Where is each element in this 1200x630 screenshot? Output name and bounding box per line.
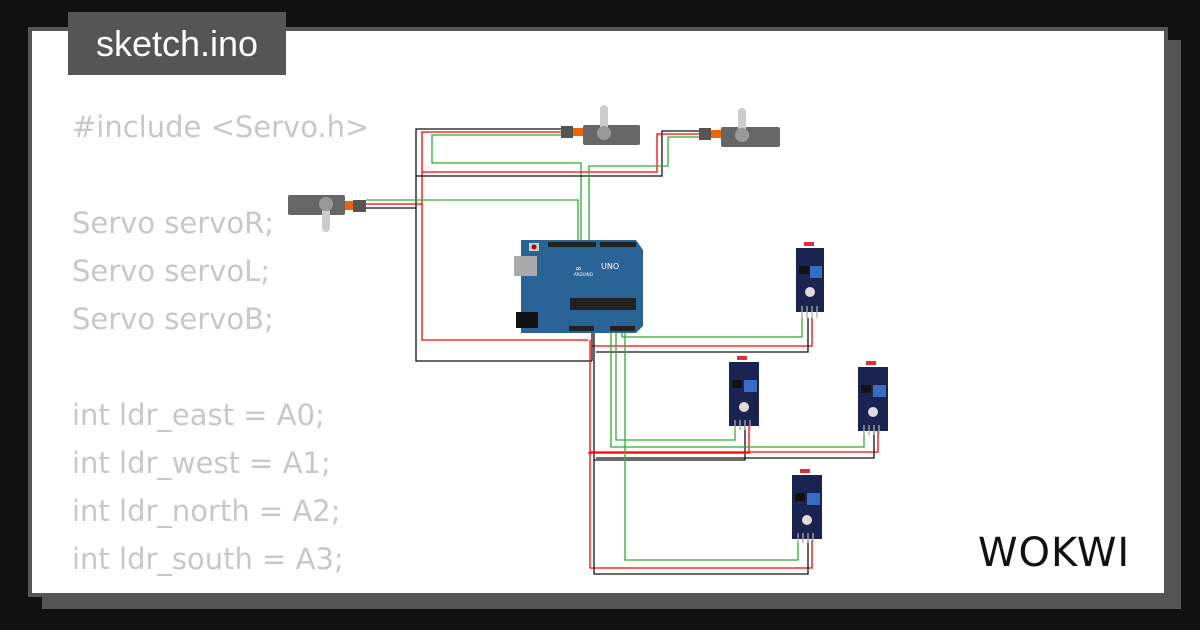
arduino-brand: ARDUINO [574,272,593,277]
wire-green [621,318,803,338]
wire-black [415,128,592,362]
wire-red [421,131,588,341]
wire-black [596,318,809,353]
wire-green [431,134,582,240]
code-line: int ldr_north = A2; [72,494,341,528]
code-line: #include <Servo.h> [72,110,370,144]
wire-black [593,460,809,575]
reset-button [531,244,537,250]
ldr-sensor[interactable] [858,361,888,435]
file-tab[interactable]: sketch.ino [68,12,286,75]
ldr-sensor[interactable] [792,469,822,543]
wokwi-logo: WOKWI [978,530,1130,576]
code-line: Servo servoL; [72,254,271,288]
wire-green [624,330,799,561]
wire-black [416,130,699,177]
servo-r[interactable] [561,105,640,145]
wire-red [422,133,699,173]
wire-red [590,430,879,453]
wire-green [366,199,579,240]
chip [570,298,636,310]
code-line: Servo servoR; [72,206,274,240]
servo-l[interactable] [699,108,780,147]
svg-text:∞: ∞ [575,264,582,273]
wire-red [592,318,813,347]
code-line: int ldr_east = A0; [72,398,325,432]
usb-port [514,256,537,276]
wire-red [589,340,813,569]
wire-green [588,136,699,240]
servo-b[interactable] [288,195,366,232]
wires [366,128,879,575]
wire-red [588,425,750,454]
code-line: int ldr_west = A1; [72,446,331,480]
code-line: int ldr_south = A3; [72,542,344,576]
arduino-model: UNO [601,262,619,271]
wire-black [596,430,875,459]
arduino-uno[interactable]: ∞ ARDUINO UNO [514,240,643,333]
power-jack [516,312,538,328]
code-line: Servo servoB; [72,302,274,336]
wire-green [615,330,736,441]
wire-green [610,330,865,448]
ldr-sensor[interactable] [796,242,824,318]
code-preview: #include <Servo.h> Servo servoR; Servo s… [72,103,369,583]
ldr-sensor[interactable] [729,356,759,430]
wire-black [593,330,746,461]
